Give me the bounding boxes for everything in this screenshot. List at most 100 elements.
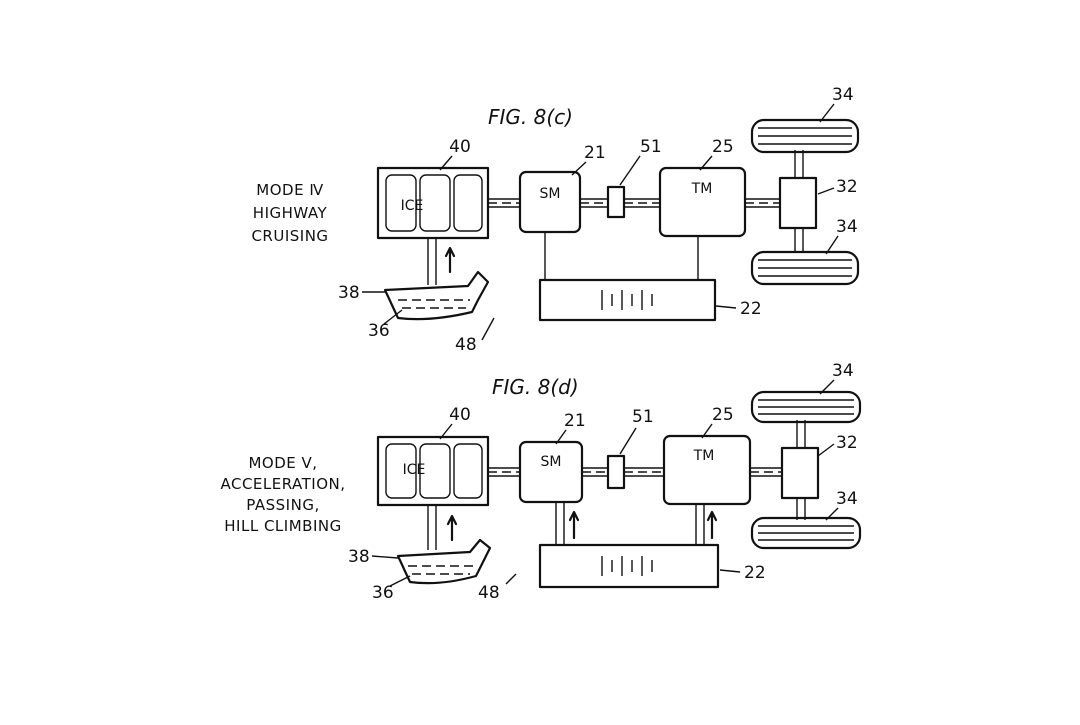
leader-line — [619, 155, 641, 186]
leader-line — [555, 429, 567, 445]
leader-line — [619, 427, 637, 455]
ref-fuel: 36 — [372, 583, 394, 603]
figure-title: FIG. 8(d) — [492, 375, 579, 399]
tire-tread — [758, 127, 852, 145]
electrical-link — [544, 232, 699, 280]
fuel-tank: 38 36 48 — [338, 270, 495, 355]
wheel-top: 34 — [750, 361, 862, 424]
differential-box — [780, 446, 820, 500]
fuel-level — [408, 565, 474, 575]
ref-tm: 25 — [712, 405, 734, 425]
ref-tank: 38 — [338, 283, 360, 303]
engine-housing — [376, 435, 490, 507]
clutch-box — [606, 185, 626, 219]
figure-title: FIG. 8(c) — [488, 105, 573, 129]
shaft-outline — [488, 198, 780, 208]
fuel-tank: 38 36 48 — [348, 538, 517, 603]
flow-arrow — [446, 514, 458, 542]
mode-line: CRUISING — [251, 227, 328, 245]
leader-line — [825, 235, 839, 255]
ref-tm: 25 — [712, 137, 734, 157]
leader-line — [819, 379, 835, 395]
differential-box — [778, 176, 818, 230]
ice-label: ICE — [403, 462, 426, 478]
tank-outline — [396, 538, 492, 585]
clutch: 51 — [606, 137, 662, 219]
electrical-link — [555, 502, 565, 545]
mode-line: MODE Ⅴ, — [248, 454, 317, 472]
mode-line: MODE Ⅳ — [256, 181, 323, 199]
tm-label: TM — [691, 181, 713, 197]
tm-box — [658, 166, 747, 238]
ref-fuel: 36 — [368, 321, 390, 341]
ref-wheel: 34 — [832, 85, 854, 105]
leader-line — [571, 161, 587, 176]
ref-engine: 40 — [449, 137, 471, 157]
traction-motor: TM 25 — [658, 137, 747, 238]
leader-line — [817, 443, 835, 457]
ice-label: ICE — [401, 198, 424, 214]
ref-battery: 22 — [744, 563, 766, 583]
leader-line — [819, 103, 835, 123]
fuel-line — [427, 238, 437, 285]
wheel-tire — [750, 390, 862, 424]
clutch: 51 — [606, 407, 654, 490]
ref-battery: 22 — [740, 299, 762, 319]
differential: 32 — [778, 176, 858, 230]
battery: 22 — [538, 543, 766, 589]
fuel-level — [398, 299, 470, 309]
battery-box — [538, 278, 717, 322]
ref-clutch: 51 — [632, 407, 654, 427]
sm-box — [518, 170, 582, 234]
axle — [796, 420, 806, 520]
leader-line — [439, 155, 453, 171]
ice-cell — [385, 174, 417, 232]
leader-line — [371, 555, 399, 559]
leader-line — [505, 573, 517, 585]
electrical-link — [695, 504, 705, 545]
tire-tread — [758, 399, 854, 415]
ref-tank: 38 — [348, 547, 370, 567]
leader-line — [817, 187, 835, 195]
fuel-line — [427, 505, 437, 550]
ref-clutch: 51 — [640, 137, 662, 157]
wheel-bottom: 34 — [750, 489, 862, 550]
battery-to-sm-link — [555, 502, 580, 545]
flow-arrow — [444, 246, 456, 274]
leader-line — [389, 575, 411, 587]
mode-line: PASSING, — [246, 496, 319, 514]
ref-wheel: 34 — [832, 361, 854, 381]
starter-motor: SM 21 — [518, 143, 606, 234]
figure-8c: FIG. 8(c) MODE Ⅳ HIGHWAY CRUISING ICE 40 — [251, 85, 860, 355]
tm-label: TM — [693, 448, 715, 464]
ref-tank-unit: 48 — [478, 583, 500, 603]
sm-label: SM — [541, 454, 562, 470]
wheel-tire — [750, 516, 862, 550]
mode-line: ACCELERATION, — [220, 475, 345, 493]
battery-to-tm-link — [695, 504, 718, 545]
ref-engine: 40 — [449, 405, 471, 425]
ref-wheel: 34 — [836, 217, 858, 237]
mode-caption: MODE Ⅳ HIGHWAY CRUISING — [251, 181, 328, 245]
figure-8d: FIG. 8(d) MODE Ⅴ, ACCELERATION, PASSING,… — [220, 361, 862, 603]
mode-line: HIGHWAY — [253, 204, 328, 222]
leader-line — [715, 305, 737, 309]
axle — [794, 150, 804, 252]
starter-motor: SM 21 — [518, 411, 586, 504]
ref-sm: 21 — [564, 411, 586, 431]
ice-cell — [385, 443, 417, 499]
mode-caption: MODE Ⅴ, ACCELERATION, PASSING, HILL CLIM… — [220, 454, 345, 535]
engine-unit: ICE 40 — [376, 405, 490, 507]
differential: 32 — [780, 433, 858, 500]
sm-label: SM — [540, 186, 561, 202]
flow-arrow — [568, 510, 580, 540]
leader-line — [383, 309, 403, 325]
leader-line — [481, 317, 495, 341]
engine-housing — [376, 166, 490, 240]
sm-box — [518, 440, 584, 504]
tire-tread — [758, 525, 854, 541]
tm-box — [662, 434, 752, 506]
battery-cells — [601, 290, 653, 310]
